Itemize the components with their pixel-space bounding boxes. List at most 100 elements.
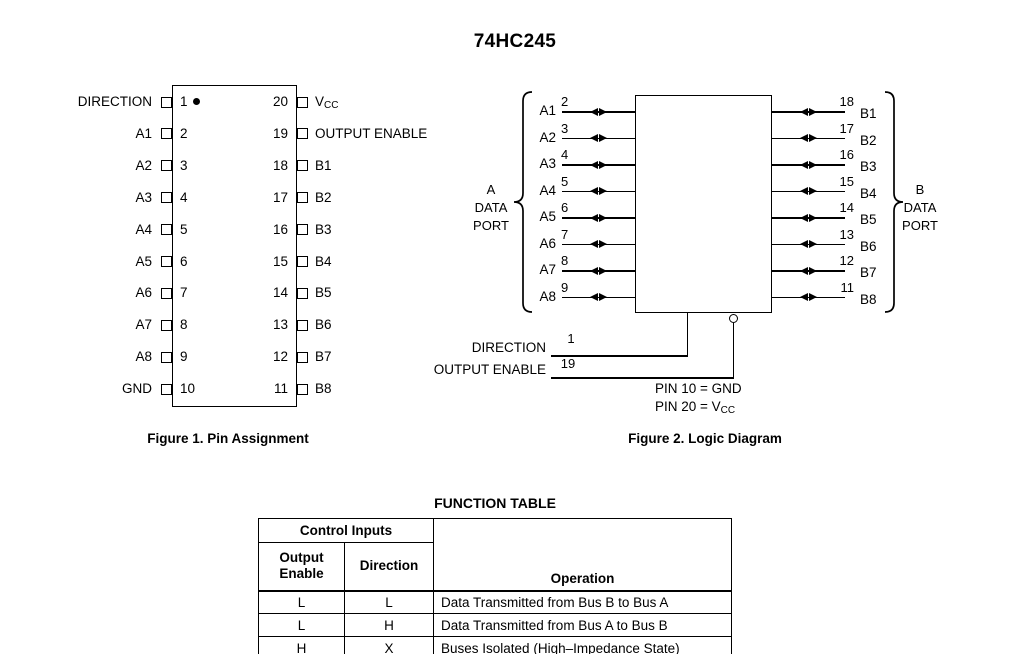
pin-label-right: B4 [315, 254, 485, 270]
a-pin-number: 8 [561, 253, 569, 268]
arrow-right-icon [599, 134, 607, 143]
b-signal-line [771, 243, 845, 246]
function-table-header-row: Control Inputs Operation [257, 518, 733, 592]
operation-cell: Data Transmitted from Bus A to Bus B [433, 613, 733, 637]
b-pin-number: 17 [839, 120, 854, 136]
pin-number: 2 [180, 125, 188, 141]
arrow-left-icon [590, 293, 598, 302]
pin-label-right: B2 [315, 190, 485, 206]
arrow-right-icon [599, 293, 607, 302]
a-port-brace [513, 91, 533, 313]
a-pin-number: 6 [561, 200, 569, 215]
arrow-right-icon [809, 213, 817, 222]
output-enable-pin-number: 19 [560, 356, 576, 371]
a-pin-number: 9 [561, 279, 569, 295]
a-pin-number: 3 [561, 120, 569, 136]
pin-label-left: DIRECTION [77, 94, 152, 109]
arrow-right-icon [599, 213, 607, 222]
direction-vertical-line [686, 313, 689, 357]
pin-number: 4 [180, 189, 188, 205]
pin-number: 20 [272, 94, 288, 109]
pin1-indicator-dot [193, 98, 200, 105]
direction-pin-number: 1 [567, 331, 575, 346]
figure1-caption: Figure 1. Pin Assignment [147, 431, 309, 446]
output-enable-signal-line [551, 377, 734, 379]
pin-stub [296, 96, 308, 108]
a-channel-label: A1 [539, 103, 556, 118]
pin-stub [296, 287, 308, 299]
pin20-vcc-note: PIN 20 = VCC [655, 399, 736, 416]
a-data-port-label: A DATA PORT [473, 182, 509, 233]
pin-number: 15 [272, 253, 288, 269]
pin-number: 10 [180, 381, 196, 397]
arrow-left-icon [590, 240, 598, 249]
arrow-left-icon [800, 160, 808, 169]
pin-number: 5 [180, 221, 188, 237]
arrow-left-icon [590, 187, 598, 196]
arrow-left-icon [800, 240, 808, 249]
b-pin-number: 11 [840, 279, 855, 295]
pin-label-left: A2 [135, 157, 152, 173]
pin-stub [296, 224, 308, 236]
b-pin-number: 14 [839, 200, 854, 215]
direction-column-header: Direction [343, 542, 435, 592]
b-pin-number: 13 [839, 226, 854, 242]
pin-label-subscript: CC [324, 100, 339, 111]
pin-label-text: B4 [315, 253, 332, 269]
pin-label-left: A7 [135, 317, 152, 333]
pin-number: 6 [180, 253, 188, 269]
a-channel-label: A4 [539, 182, 556, 198]
pin-label-right: OUTPUT ENABLE [315, 126, 485, 142]
pin-number: 16 [272, 221, 288, 237]
pin-stub [160, 287, 172, 299]
b-channel-label: B7 [860, 265, 877, 280]
a-pin-number: 7 [561, 226, 569, 242]
arrow-right-icon [599, 160, 607, 169]
pin-label-right: VCC [315, 94, 485, 111]
arrow-right-icon [809, 293, 817, 302]
pin-stub [160, 128, 172, 140]
b-pin-number: 15 [839, 173, 854, 189]
b-signal-line [771, 296, 845, 299]
pin-stub [296, 128, 308, 140]
pin-number: 8 [180, 317, 188, 333]
arrow-right-icon [599, 266, 607, 275]
pin-label-left: A5 [135, 253, 152, 269]
vcc-note-subscript: CC [720, 405, 736, 416]
b-channel-label: B4 [860, 185, 877, 201]
pin-number: 13 [272, 317, 288, 333]
pin10-gnd-note: PIN 10 = GND [655, 381, 742, 396]
pin-stub [160, 319, 172, 331]
b-signal-line [771, 217, 845, 219]
arrow-left-icon [800, 134, 808, 143]
a-channel-label: A3 [539, 156, 556, 171]
a-pin-number: 5 [561, 173, 569, 189]
direction-cell: H [343, 613, 435, 637]
pin-label-text: B5 [315, 285, 332, 301]
pin-stub [160, 192, 172, 204]
b-data-port-label: B DATA PORT [902, 182, 938, 233]
a-channel-label: A5 [539, 209, 556, 224]
pin-stub [296, 256, 308, 267]
output-enable-cell: L [258, 590, 345, 614]
pin-label-text: B2 [315, 189, 332, 205]
operation-cell: Buses Isolated (High–Impedance State) [433, 636, 733, 654]
pin-label-text: B6 [315, 317, 332, 333]
a-channel-label: A6 [539, 235, 556, 251]
arrow-right-icon [809, 266, 817, 275]
b-channel-label: B6 [860, 238, 877, 254]
control-inputs-header: Control Inputs [257, 518, 435, 543]
direction-signal-label: DIRECTION [471, 340, 546, 355]
pin-label-text: V [315, 94, 325, 109]
pin-label-left: A3 [135, 189, 152, 205]
output-enable-column-header: Output Enable [258, 542, 345, 592]
b-channel-label: B8 [860, 291, 877, 307]
function-table-row: L L Data Transmitted from Bus B to Bus A [258, 590, 733, 614]
pin-stub [160, 383, 172, 395]
a-channel-label: A8 [539, 288, 556, 304]
b-signal-line [771, 190, 845, 193]
pin-label-right: B5 [315, 285, 485, 301]
direction-signal-line [551, 355, 688, 357]
dip-package-outline [172, 85, 297, 407]
arrow-left-icon [590, 160, 598, 169]
